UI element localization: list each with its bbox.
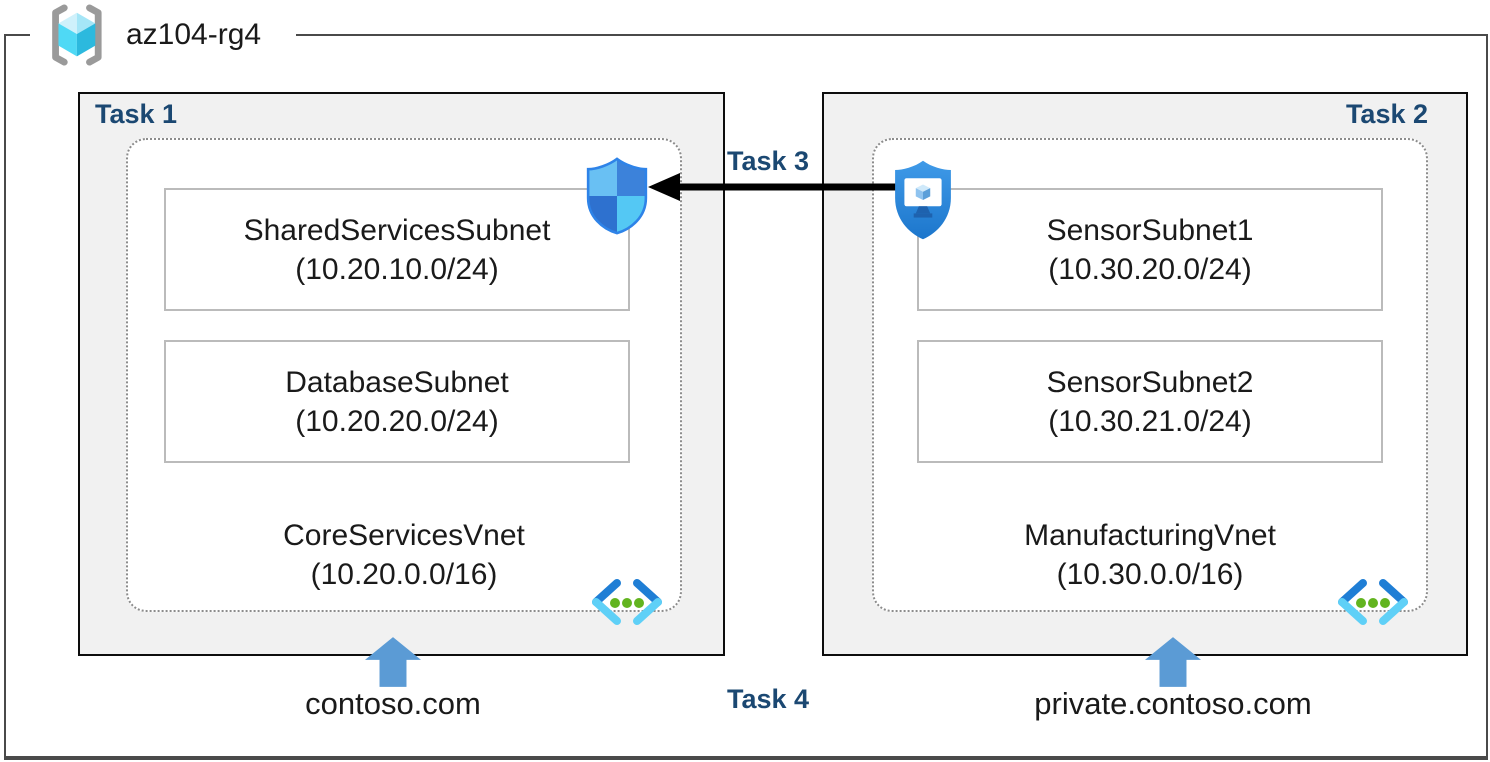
- resource-group-legend: az104-rg4: [30, 0, 296, 70]
- virtual-network-icon: [592, 579, 662, 625]
- subnet-name: SensorSubnet1: [1046, 213, 1254, 247]
- subnet-name: DatabaseSubnet: [285, 365, 509, 399]
- vnet-name: ManufacturingVnet: [1024, 519, 1276, 552]
- subnet-card-database: DatabaseSubnet (10.20.20.0/24): [164, 340, 630, 463]
- virtual-network-icon: [1338, 579, 1408, 625]
- task1-label: Task 1: [95, 99, 178, 129]
- domain-label-contoso: contoso.com: [305, 686, 481, 721]
- subnet-card-sensor2: SensorSubnet2 (10.30.21.0/24): [917, 340, 1383, 463]
- manufacturing-vnet-box: SensorSubnet1 (10.30.20.0/24) SensorSubn…: [872, 138, 1428, 625]
- task2-label: Task 2: [1345, 99, 1428, 129]
- resource-group-icon: [52, 4, 102, 66]
- vnet-label-coreservices: CoreServicesVnet (10.20.0.0/16): [128, 516, 680, 594]
- subnet-name: SensorSubnet2: [1046, 365, 1254, 399]
- resource-group-frame: [4, 34, 1488, 760]
- coreservices-vnet-box: SharedServicesSubnet (10.20.10.0/24) Dat…: [126, 138, 682, 625]
- resource-group-name: az104-rg4: [126, 18, 262, 51]
- task3-label: Task 3: [726, 146, 810, 176]
- subnet-card-sensor1: SensorSubnet1 (10.30.20.0/24): [917, 188, 1383, 311]
- vnet-cidr: (10.20.0.0/16): [310, 558, 498, 591]
- task2-box: Task 2 SensorSubnet1 (10.30.20.0/24) Sen…: [822, 92, 1468, 656]
- vnet-label-manufacturing: ManufacturingVnet (10.30.0.0/16): [874, 516, 1426, 594]
- black-left-arrow: [648, 173, 898, 201]
- subnet-card-sharedservices: SharedServicesSubnet (10.20.10.0/24): [164, 188, 630, 311]
- subnet-cidr: (10.20.20.0/24): [295, 404, 499, 438]
- subnet-cidr: (10.30.20.0/24): [1048, 252, 1252, 286]
- task4-label: Task 4: [726, 684, 810, 714]
- subnet-cidr: (10.20.10.0/24): [295, 252, 499, 286]
- blue-up-arrow: [365, 637, 421, 687]
- vnet-cidr: (10.30.0.0/16): [1056, 558, 1244, 591]
- blue-up-arrow: [1145, 637, 1201, 687]
- domain-label-private-contoso: private.contoso.com: [1034, 686, 1312, 721]
- bastion-shield-monitor-icon: [895, 160, 951, 240]
- vnet-name: CoreServicesVnet: [283, 519, 525, 552]
- network-security-shield-icon: [586, 157, 648, 235]
- subnet-name: SharedServicesSubnet: [243, 213, 551, 247]
- subnet-cidr: (10.30.21.0/24): [1048, 404, 1252, 438]
